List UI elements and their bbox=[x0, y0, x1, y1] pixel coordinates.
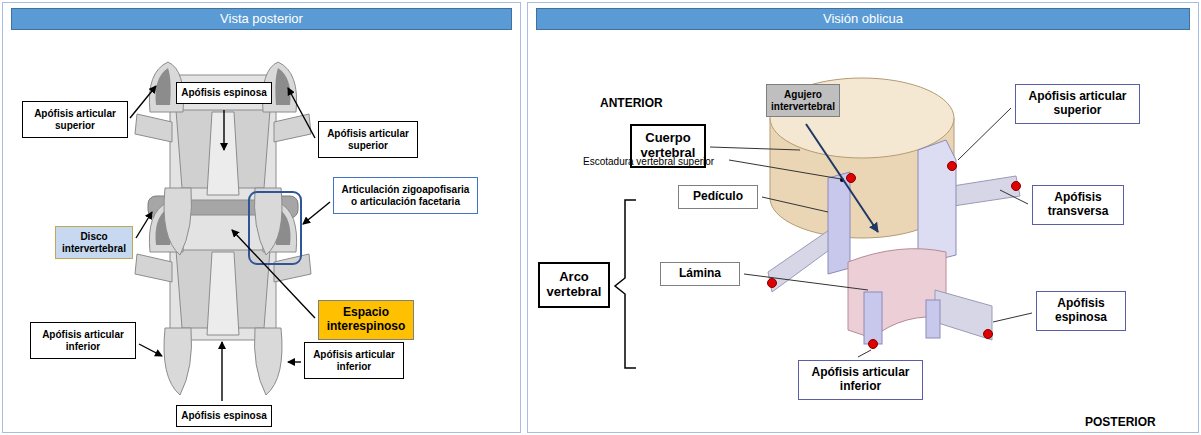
label-box: Apófisis espinosa bbox=[176, 405, 272, 427]
label-text: Apófisis espinosa bbox=[180, 410, 268, 422]
leader-arrow bbox=[232, 230, 315, 318]
transverse-process bbox=[768, 228, 832, 292]
orientation-label: POSTERIOR bbox=[1085, 415, 1156, 429]
label-text: Disco intervertebral bbox=[59, 231, 129, 254]
label-text: Apófisis articular superior bbox=[1020, 90, 1135, 118]
label-text: Apófisis articular superior bbox=[27, 108, 123, 131]
panel-title: Visión oblicua bbox=[823, 11, 903, 26]
leader-line bbox=[744, 274, 868, 290]
leader-arrow bbox=[223, 110, 224, 150]
red-dot bbox=[869, 340, 878, 349]
vertebral-body-top bbox=[770, 78, 954, 158]
label-text: Arco vertebral bbox=[543, 270, 605, 300]
label-box: Pedículo bbox=[678, 185, 758, 209]
leader-line bbox=[710, 147, 800, 150]
label-box: Apófisis articular inferior bbox=[798, 360, 923, 400]
label-text: Apófisis espinosa bbox=[180, 87, 268, 99]
leader-line bbox=[993, 313, 1032, 322]
label-text: Lámina bbox=[664, 267, 736, 281]
red-dot bbox=[847, 174, 856, 183]
label-box: Articulación zigoapofisaria o articulaci… bbox=[333, 177, 478, 214]
leader-arrow bbox=[288, 361, 301, 362]
label-box: Apófisis espinosa bbox=[1036, 291, 1126, 331]
spinous-process bbox=[935, 290, 992, 340]
label-box: Apófisis espinosa bbox=[176, 82, 272, 104]
inferior-articular-process bbox=[926, 300, 940, 338]
upper-vertebra bbox=[135, 62, 311, 255]
leader-line bbox=[729, 160, 841, 179]
leader-lines bbox=[710, 108, 1032, 357]
leader-line bbox=[1000, 190, 1028, 204]
orientation-label: ANTERIOR bbox=[600, 96, 663, 110]
panel: Visión oblicuaAgujero intervertebralApóf… bbox=[527, 2, 1199, 433]
label-box: Arco vertebral bbox=[538, 262, 610, 308]
facet-joint-frame bbox=[249, 192, 301, 264]
leader-arrow bbox=[288, 88, 315, 138]
label-text: Articulación zigoapofisaria o articulaci… bbox=[338, 184, 473, 207]
label-box: Lámina bbox=[660, 262, 740, 286]
label-holder: ANTERIOR bbox=[600, 93, 663, 111]
label-box: Agujero intervertebral bbox=[766, 84, 840, 117]
label-text: Apófisis espinosa bbox=[1040, 297, 1122, 325]
pedicle bbox=[828, 172, 850, 274]
leader-arrow bbox=[136, 212, 152, 238]
label-text: Apófisis articular inferior bbox=[309, 349, 399, 372]
bracket bbox=[615, 200, 636, 368]
leader-arrow bbox=[303, 202, 330, 224]
label-text: Espacio interespinoso bbox=[322, 306, 410, 334]
leader-arrow bbox=[130, 86, 156, 118]
label-holder: Escotadura vertebral superior bbox=[583, 151, 714, 169]
label-box: Apófisis transversa bbox=[1032, 185, 1124, 225]
leader-arrows bbox=[130, 86, 330, 401]
label-text: Apófisis transversa bbox=[1036, 191, 1120, 219]
label-box: Disco intervertebral bbox=[55, 226, 133, 259]
superior-articular-process bbox=[918, 140, 956, 262]
leader-line bbox=[958, 108, 1011, 160]
label-text: Agujero intervertebral bbox=[770, 89, 836, 112]
leader-arrow bbox=[139, 344, 162, 356]
lamina bbox=[848, 249, 946, 338]
red-dot bbox=[984, 330, 993, 339]
label-box: Apófisis articular superior bbox=[22, 101, 128, 138]
foramen-arrow bbox=[806, 124, 878, 232]
label-text: Pedículo bbox=[682, 190, 754, 204]
inferior-articular-process bbox=[864, 292, 882, 344]
header-band: Visión oblicua bbox=[536, 8, 1190, 30]
label-box: Apófisis articular inferior bbox=[304, 342, 404, 379]
label-text: Apófisis articular superior bbox=[323, 128, 413, 151]
label-text: Apófisis articular inferior bbox=[803, 366, 918, 394]
label-text: Apófisis articular inferior bbox=[35, 329, 131, 352]
label-box: Apófisis articular superior bbox=[318, 121, 418, 158]
red-dots bbox=[768, 162, 1021, 349]
label-box: Apófisis articular inferior bbox=[30, 322, 136, 359]
label-holder: POSTERIOR bbox=[1085, 412, 1156, 430]
label-box: Apófisis articular superior bbox=[1015, 84, 1140, 124]
lower-vertebra bbox=[135, 202, 311, 395]
leader-line bbox=[762, 197, 828, 212]
part-label: Escotadura vertebral superior bbox=[583, 156, 714, 167]
panel: Vista posteriorApófisis espinosaApófisis… bbox=[2, 2, 521, 433]
red-dot bbox=[948, 162, 957, 171]
leader-line bbox=[858, 350, 871, 357]
leader-arrow bbox=[221, 342, 222, 401]
red-dot bbox=[1012, 182, 1021, 191]
panel-title: Vista posterior bbox=[220, 11, 303, 26]
header-band: Vista posterior bbox=[11, 8, 512, 30]
label-box: Espacio interespinoso bbox=[318, 300, 414, 340]
red-dot bbox=[768, 279, 777, 288]
